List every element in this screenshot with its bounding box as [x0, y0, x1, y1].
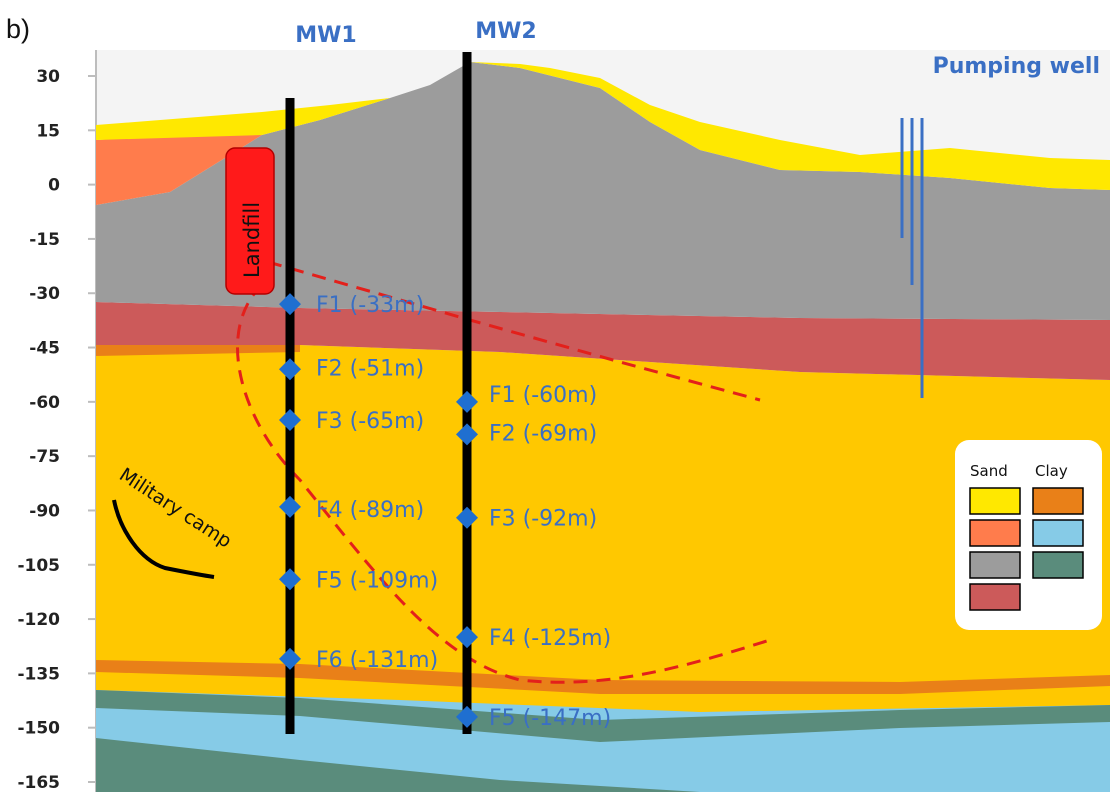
sampling-port-marker [456, 506, 478, 529]
y-axis: 30 15 0 -15 -30 -45 -60 -75 -90 -105 -120 -135 -150 -… [17, 67, 96, 792]
y-tick-label: -30 [29, 284, 60, 304]
sampling-port-marker [279, 568, 301, 591]
y-tick-label: -90 [29, 501, 60, 521]
sampling-port-label: F2 (-69m) [489, 421, 597, 446]
sampling-port-label: F6 (-131m) [316, 648, 438, 673]
y-tick-label: -75 [29, 447, 60, 467]
layer-yellow-top [96, 62, 1110, 190]
sampling-port-marker [279, 293, 301, 316]
sampling-port-label: F2 (-51m) [316, 356, 424, 381]
well-mw2: MW2 F1 (-60m) F2 (-69m) F3 (-92m) F4 (-125m)… [456, 19, 611, 734]
layer-salmon-sand [96, 130, 262, 205]
legend: Sand Clay [955, 440, 1102, 630]
y-tick-label: 30 [36, 67, 60, 87]
layer-grey [96, 62, 1110, 320]
sampling-port-marker [279, 358, 301, 381]
sampling-port-label: F3 (-65m) [316, 409, 424, 434]
y-tick-label: -45 [29, 339, 60, 359]
sampling-port-marker [279, 647, 301, 670]
legend-sand-label: Sand [970, 462, 1008, 480]
y-tick-label: -120 [17, 610, 60, 630]
sampling-port-label: F4 (-125m) [489, 626, 611, 651]
landfill-label: Landfill [240, 202, 264, 278]
legend-sand-swatch [969, 583, 1021, 611]
legend-sand-swatch [969, 487, 1021, 515]
y-tick-label: -15 [29, 230, 60, 250]
landfill-box [225, 147, 275, 295]
layer-sand-aquifer [96, 345, 1110, 712]
layer-orange-clay-lower [96, 660, 1110, 694]
military-camp-arc [112, 499, 215, 579]
geology-layers [96, 62, 1110, 792]
well-name: MW2 [475, 19, 536, 44]
sampling-port-marker [456, 423, 478, 446]
legend-sand-swatch [969, 551, 1021, 579]
sampling-port-label: F5 (-147m) [489, 706, 611, 731]
sampling-port-label: F1 (-60m) [489, 383, 597, 408]
well-name: MW1 [295, 23, 356, 48]
legend-clay-swatch [1032, 551, 1084, 579]
landfill: Landfill [225, 147, 275, 295]
y-tick-label: 15 [36, 121, 60, 141]
sampling-port-marker [456, 626, 478, 649]
layer-green-clay-1 [96, 690, 1110, 742]
monitoring-wells: MW1 F1 (-33m) F2 (-51m) F3 (-65m) F4 (-89m) F… [279, 19, 611, 734]
layer-red-sand [96, 302, 1110, 380]
well-mw1: MW1 F1 (-33m) F2 (-51m) F3 (-65m) F4 (-89m) F… [279, 23, 438, 734]
sampling-port-label: F4 (-89m) [316, 498, 424, 523]
sampling-port-marker [279, 408, 301, 431]
pumping-well-label: Pumping well [933, 54, 1100, 79]
legend-clay-swatch [1032, 519, 1084, 547]
sampling-port-label: F1 (-33m) [316, 293, 424, 318]
sampling-port-marker [456, 390, 478, 413]
legend-swatches [969, 487, 1084, 611]
sampling-port-marker [456, 705, 478, 728]
y-tick-label: -60 [29, 393, 60, 413]
y-tick-label: -150 [17, 719, 60, 739]
sampling-port-label: F5 (-109m) [316, 568, 438, 593]
legend-clay-swatch [1032, 487, 1084, 515]
y-tick-label: 0 [48, 176, 60, 196]
legend-clay-label: Clay [1035, 462, 1068, 480]
layer-green-clay-2 [96, 738, 700, 792]
y-tick-label: -165 [17, 773, 60, 792]
y-tick-label: -135 [17, 664, 60, 684]
sampling-port-label: F3 (-92m) [489, 507, 597, 532]
contaminant-plume [236, 260, 771, 684]
legend-sand-swatch [969, 519, 1021, 547]
sampling-port-marker [279, 495, 301, 518]
plume-upper-boundary [267, 260, 761, 402]
plume-lower-boundary [236, 283, 771, 684]
y-tick-label: -105 [17, 556, 60, 576]
panel-label: b) [6, 14, 30, 44]
pumping-well: Pumping well [900, 54, 1100, 398]
